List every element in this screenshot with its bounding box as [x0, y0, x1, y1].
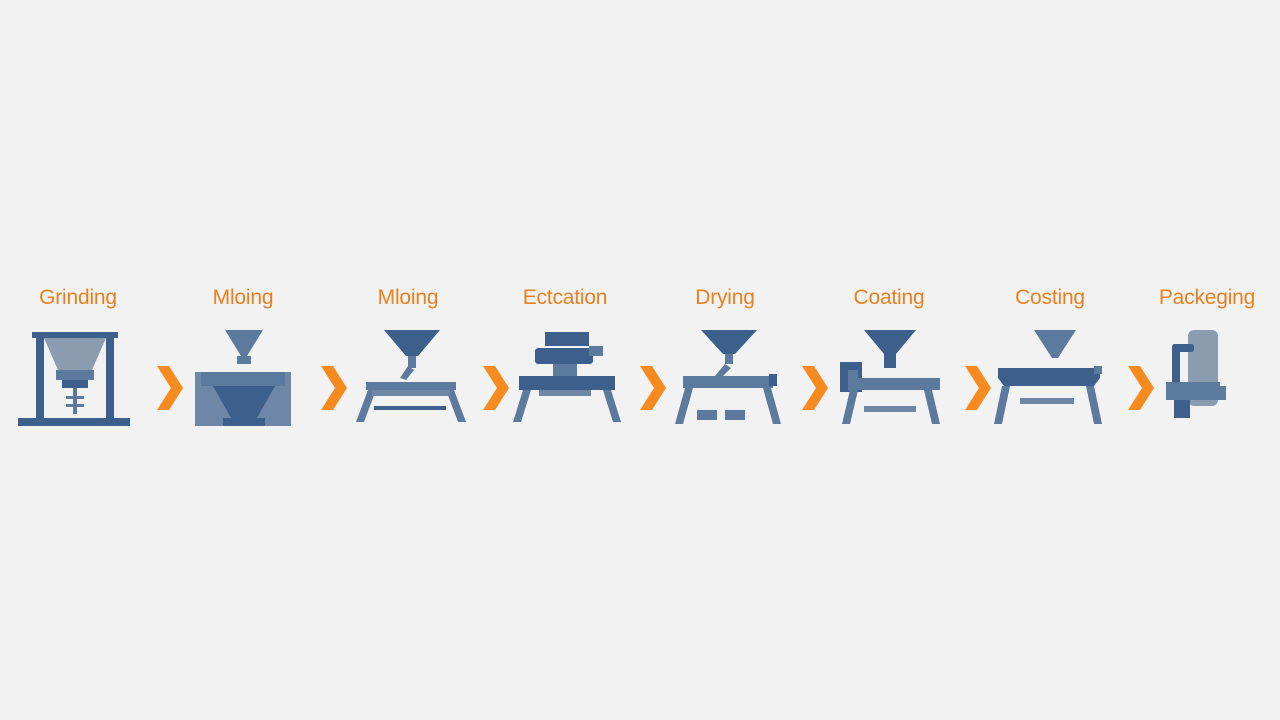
coating-machine-icon	[828, 326, 952, 430]
chevron-right-icon	[481, 364, 511, 412]
step-label-milling-1: Mloing	[212, 286, 274, 309]
chevron-right-icon	[800, 364, 830, 412]
step-label-grinding: Grinding	[39, 286, 117, 309]
step-label-packaging: Packeging	[1158, 286, 1256, 309]
step-label-milling-2: Mloing	[377, 286, 439, 309]
chevron-right-icon	[1126, 364, 1156, 412]
funnel-dryer-icon	[665, 326, 789, 430]
step-label-extraction: Ectcation	[522, 286, 608, 309]
hopper-milling-machine-icon	[183, 326, 307, 430]
funnel-table-mill-icon	[348, 326, 472, 430]
step-label-coating: Coating	[853, 286, 925, 309]
packaging-machine-icon	[1152, 326, 1276, 430]
chevron-right-icon	[155, 364, 185, 412]
step-label-costing: Costing	[1015, 286, 1085, 309]
chevron-right-icon	[319, 364, 349, 412]
hopper-frame-grinder-icon	[18, 326, 142, 430]
step-label-drying: Drying	[695, 286, 755, 309]
hopper-conveyor-coater-icon	[990, 326, 1114, 430]
extraction-press-icon	[505, 326, 629, 430]
chevron-right-icon	[963, 364, 993, 412]
chevron-right-icon	[638, 364, 668, 412]
